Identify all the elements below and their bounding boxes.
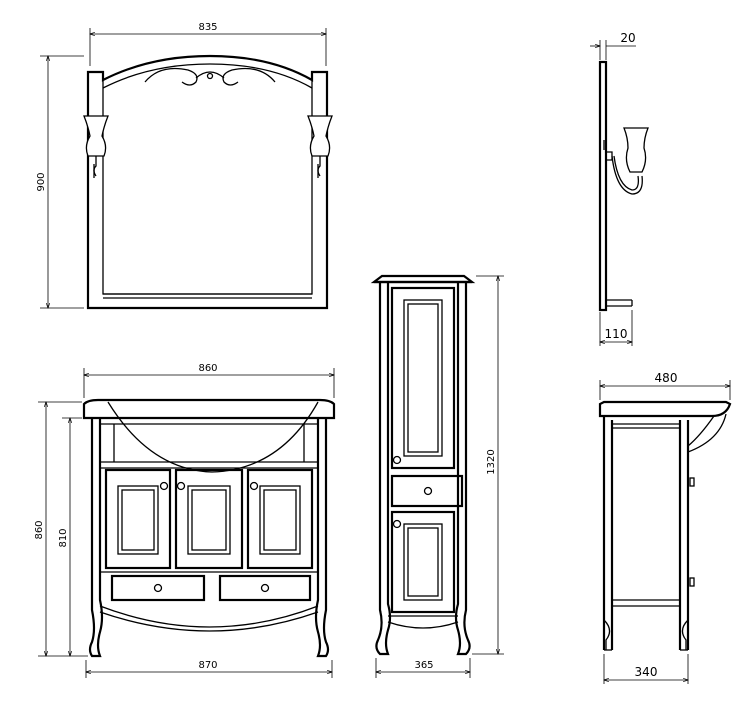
label-cabinet-height: 1320 <box>486 449 497 474</box>
label-vanity-total-height: 860 <box>34 520 45 539</box>
label-mirror-side-bottom: 110 <box>605 327 628 341</box>
label-vanity-top-width: 860 <box>198 363 217 374</box>
label-cabinet-width: 365 <box>414 660 433 671</box>
vanity-side-view <box>598 400 732 651</box>
label-side-top-depth: 480 <box>655 371 678 385</box>
label-mirror-height: 900 <box>36 172 47 191</box>
dim-vanity-top-width: 860 <box>84 363 334 398</box>
dim-mirror-side-top: 20 <box>590 31 636 60</box>
dim-side-top-depth: 480 <box>600 371 730 400</box>
mirror-side-view <box>598 60 649 312</box>
dim-cabinet-width: 365 <box>376 658 470 678</box>
mirror-front-view <box>83 54 333 310</box>
dim-mirror-width: 835 <box>90 22 326 66</box>
dim-cabinet-height: 1320 <box>472 276 504 654</box>
dim-vanity-body-height: 810 <box>58 418 82 656</box>
vanity-front-view <box>82 398 336 658</box>
label-vanity-body-height: 810 <box>58 528 69 547</box>
tall-cabinet-front-view <box>370 274 476 656</box>
label-mirror-side-top: 20 <box>620 31 635 45</box>
dim-mirror-height: 900 <box>36 56 84 308</box>
dim-side-base-depth: 340 <box>604 654 688 684</box>
label-side-base-depth: 340 <box>635 665 658 679</box>
dim-vanity-base-width: 870 <box>86 660 332 678</box>
label-vanity-base-width: 870 <box>198 660 217 671</box>
label-mirror-width: 835 <box>198 22 217 33</box>
dim-mirror-side-bottom: 110 <box>600 310 632 346</box>
dim-vanity-total-height: 860 <box>34 402 88 656</box>
